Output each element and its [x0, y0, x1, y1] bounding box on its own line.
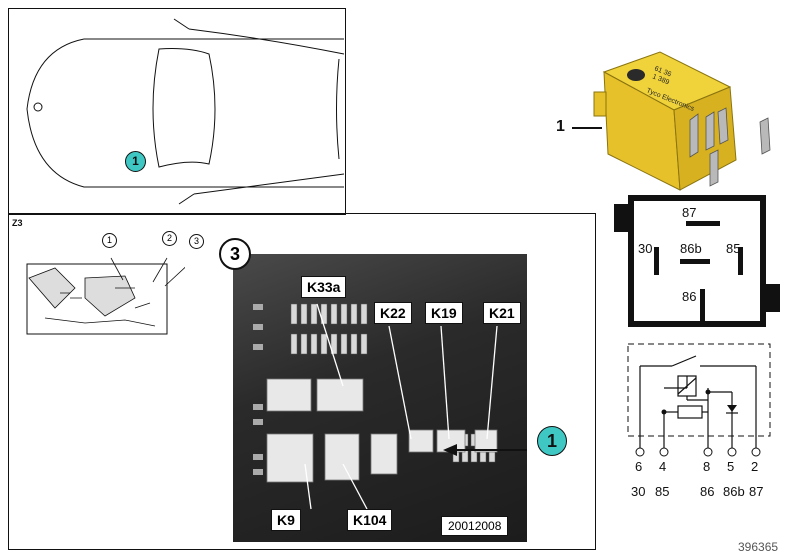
relay-label-k9: K9 [271, 509, 301, 531]
pin-87-blade [686, 221, 720, 226]
pin-label-86b: 86b [680, 241, 702, 256]
engine-callout-2: 2 [162, 231, 177, 246]
schematic-pin-func-2: 86 [700, 484, 715, 499]
relay-label-k19: K19 [425, 302, 463, 324]
engine-bay-panel: Z3 1 2 3 [8, 213, 596, 550]
relay-product-image: 61 36 1 389 Tyco Electronics [590, 42, 790, 192]
schematic-pin-num-4: 2 [751, 459, 759, 474]
schematic-pin-func-3: 86b [723, 484, 745, 499]
photo-section-badge: 3 [219, 238, 251, 270]
schematic-pin-num-1: 4 [659, 459, 667, 474]
schematic-pin-func-1: 85 [655, 484, 670, 499]
schematic-pin-num-0: 6 [635, 459, 643, 474]
schematic-pin-num-2: 8 [703, 459, 711, 474]
relay-symbol-tab-left [614, 204, 628, 232]
engine-sketch [26, 257, 185, 335]
diagram-id: 396365 [738, 540, 779, 554]
car-overview-panel: 1 [8, 8, 346, 215]
relay-label-k21: K21 [483, 302, 521, 324]
schematic-pin-func-0: 30 [631, 484, 646, 499]
car-outline [26, 18, 345, 205]
photo-callout-badge: 1 [537, 426, 567, 456]
fuse-box-photo [233, 254, 527, 542]
pin-86b-blade [680, 259, 710, 264]
engine-callout-1: 1 [102, 233, 117, 248]
relay-label-k33a: K33a [301, 276, 347, 298]
car-callout-badge: 1 [125, 151, 146, 172]
pin-label-86: 86 [682, 289, 697, 304]
pin-86-blade [700, 289, 705, 321]
part-number-label: 1 [556, 118, 565, 135]
schematic-pin-num-3: 5 [727, 459, 735, 474]
pin-label-30: 30 [638, 241, 653, 256]
engine-callout-3: 3 [189, 234, 204, 249]
pin-85-blade [738, 247, 743, 275]
part-leader-line [572, 127, 602, 129]
pin-30-blade [654, 247, 659, 275]
pin-label-85: 85 [726, 241, 741, 256]
relay-pin-layout: 87 30 86b 85 86 [628, 195, 766, 327]
photo-code: 20012008 [441, 516, 509, 536]
pin-label-87: 87 [682, 205, 697, 220]
engine-ref-label: Z3 [12, 218, 23, 228]
relay-symbol-tab-right [766, 284, 780, 312]
schematic-pin-func-4: 87 [749, 484, 764, 499]
relay-label-k22: K22 [374, 302, 412, 324]
relay-label-k104: K104 [347, 509, 393, 531]
circuit-schematic: 6 4 8 5 2 30 85 86 86b 87 [620, 338, 780, 499]
